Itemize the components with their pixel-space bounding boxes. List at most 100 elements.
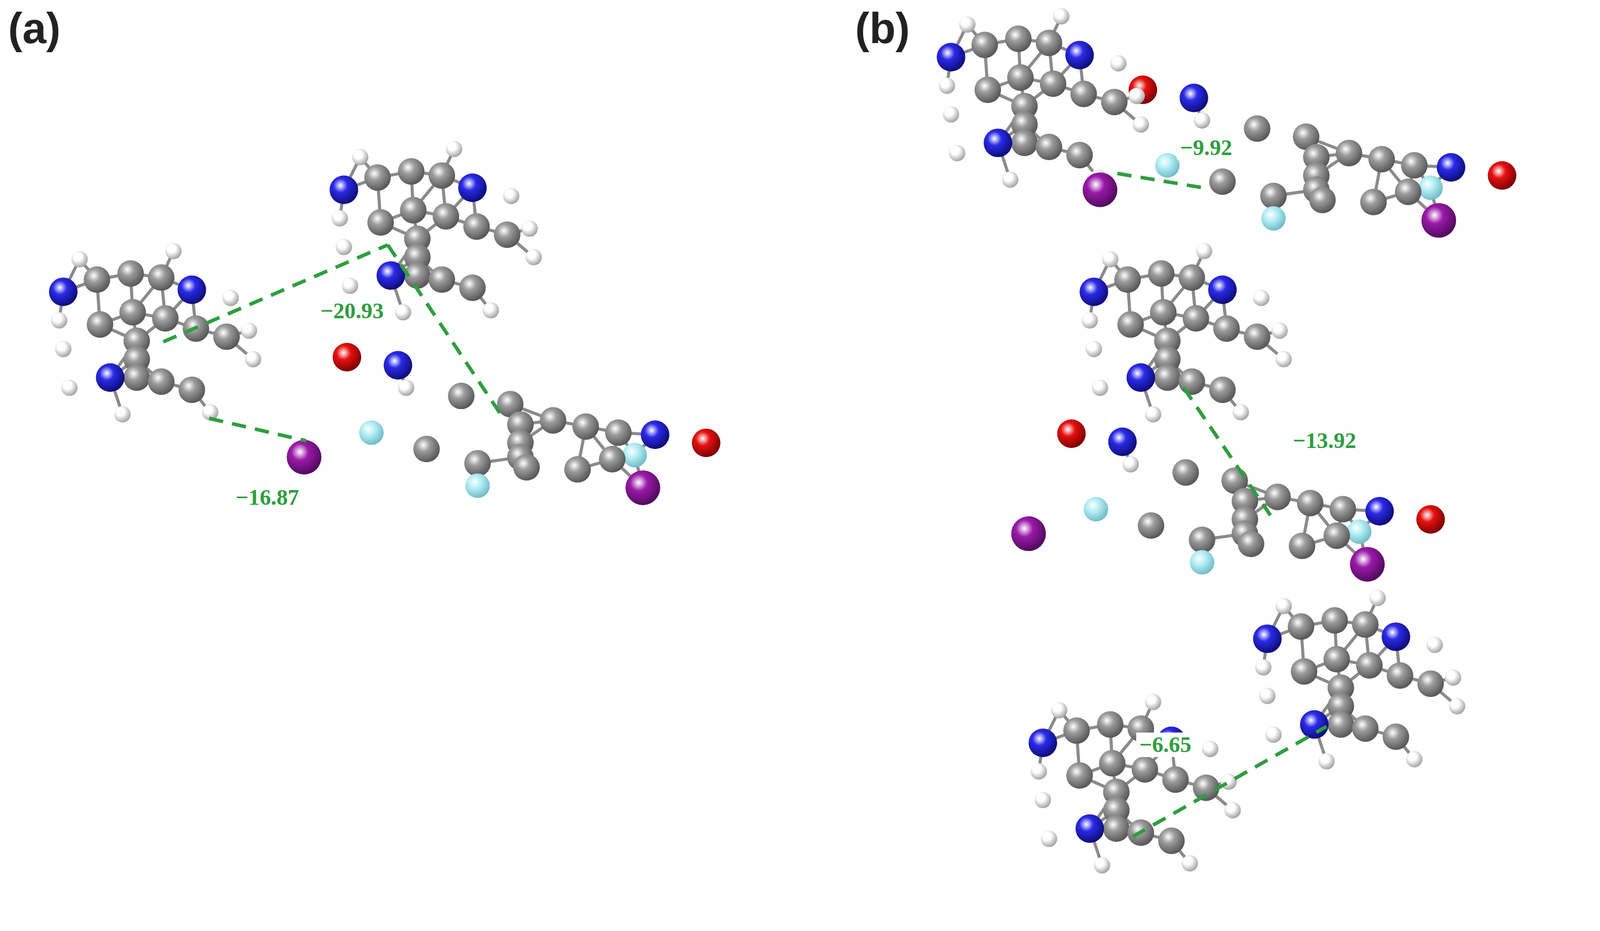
atom-sphere (1405, 751, 1423, 768)
atom-sphere (240, 322, 257, 339)
atom-sphere (123, 364, 151, 391)
atom-sphere (1091, 379, 1108, 396)
atom-sphere (1194, 112, 1211, 129)
atom-sphere (493, 221, 520, 248)
atom-sphere (1131, 756, 1159, 783)
atom-sphere (1318, 753, 1335, 770)
interaction-dash (1117, 173, 1210, 189)
atom-sphere (1098, 750, 1126, 777)
atom-sphere (117, 259, 144, 287)
atom-sphere (1085, 340, 1102, 357)
atom-sphere (177, 275, 206, 305)
atom-sphere (1243, 323, 1271, 350)
atom-sphere (640, 420, 669, 450)
atom-sphere (1400, 152, 1428, 179)
atom-sphere (936, 43, 965, 72)
atom-sphere (1213, 315, 1240, 342)
atom-sphere (1417, 670, 1444, 697)
atom-sphere (1347, 519, 1372, 544)
atom-sphere (1028, 728, 1058, 758)
atom-sphere (1350, 546, 1385, 582)
atom-sphere (1369, 589, 1386, 607)
atom-sphere (413, 435, 440, 463)
atom-sphere (1035, 133, 1063, 161)
atom-sphere (95, 363, 125, 392)
atom-sphere (1132, 116, 1149, 133)
atom-sphere (1030, 763, 1048, 780)
atom-sphere (428, 266, 456, 293)
atom-sphere (331, 210, 348, 227)
atom-sphere (213, 323, 240, 350)
atom-sphere (1182, 305, 1210, 332)
atom-sphere (1208, 275, 1237, 305)
atom-sphere (1196, 242, 1213, 259)
atom-sphere (1296, 489, 1324, 516)
atom-sphere (1327, 711, 1354, 738)
atom-sphere (383, 351, 413, 380)
atom-sphere (1117, 311, 1144, 338)
atom-sphere (147, 264, 175, 291)
atom-sphere (605, 419, 632, 446)
atom-sphere (165, 242, 182, 259)
atom-sphere (1448, 697, 1466, 715)
atom-sphere (503, 187, 520, 204)
panel-label: (b) (854, 4, 910, 54)
atom-sphere (1323, 645, 1350, 673)
atom-sphere (1144, 405, 1162, 423)
atom-sphere (86, 311, 114, 338)
atom-sphere (458, 173, 487, 202)
atom-sphere (152, 305, 179, 332)
atom-sphere (1487, 161, 1517, 190)
atom-sphere (1209, 168, 1236, 195)
atom-sphere (83, 266, 110, 293)
atom-sphere (974, 76, 1001, 103)
energy-label: −13.92 (1289, 428, 1360, 454)
atom-sphere (1079, 277, 1108, 307)
atom-sphere (1122, 456, 1139, 473)
atom-sphere (1426, 636, 1443, 653)
atom-sphere (244, 351, 262, 368)
atom-sphere (352, 149, 369, 166)
atom-sphere (1075, 814, 1104, 843)
atom-sphere (222, 289, 239, 307)
atom-sphere (1436, 153, 1466, 182)
atom-sphere (942, 105, 959, 123)
atom-sphere (1418, 175, 1443, 200)
atom-sphere (397, 158, 425, 185)
atom-sphere (525, 248, 542, 266)
atom-sphere (1444, 669, 1462, 686)
atom-sphere (1066, 762, 1093, 789)
atom-sphere (428, 162, 456, 189)
atom-sphere (1209, 376, 1236, 403)
atom-sphere (147, 368, 175, 395)
atom-sphere (1275, 351, 1292, 368)
atom-sphere (1063, 717, 1090, 744)
atom-sphere (1421, 203, 1457, 238)
atom-sphere (1287, 613, 1315, 640)
atom-sphere (464, 450, 491, 477)
atom-sphere (1035, 29, 1063, 56)
interaction-dash (387, 244, 500, 414)
atom-sphere (71, 250, 88, 268)
atom-sphere (1100, 88, 1128, 116)
atom-sphere (1128, 75, 1158, 104)
atom-sphere (1356, 652, 1383, 679)
atom-sphere (1323, 522, 1350, 549)
atom-sphere (1232, 403, 1249, 421)
atom-sphere (1224, 802, 1241, 819)
atom-sphere (178, 376, 205, 403)
atom-sphere (1243, 115, 1271, 142)
atom-sphere (1005, 25, 1032, 52)
atom-sphere (329, 175, 358, 204)
atom-sphere (599, 445, 626, 473)
atom-sphere (539, 406, 567, 434)
interaction-dash (209, 418, 307, 441)
atom-sphere (1181, 854, 1199, 872)
atom-sphere (1189, 549, 1215, 575)
atom-sphere (1011, 516, 1046, 551)
atom-sphere (1007, 64, 1034, 91)
atom-sphere (1352, 611, 1379, 638)
atom-sphere (61, 379, 78, 396)
atom-sphere (465, 473, 490, 498)
